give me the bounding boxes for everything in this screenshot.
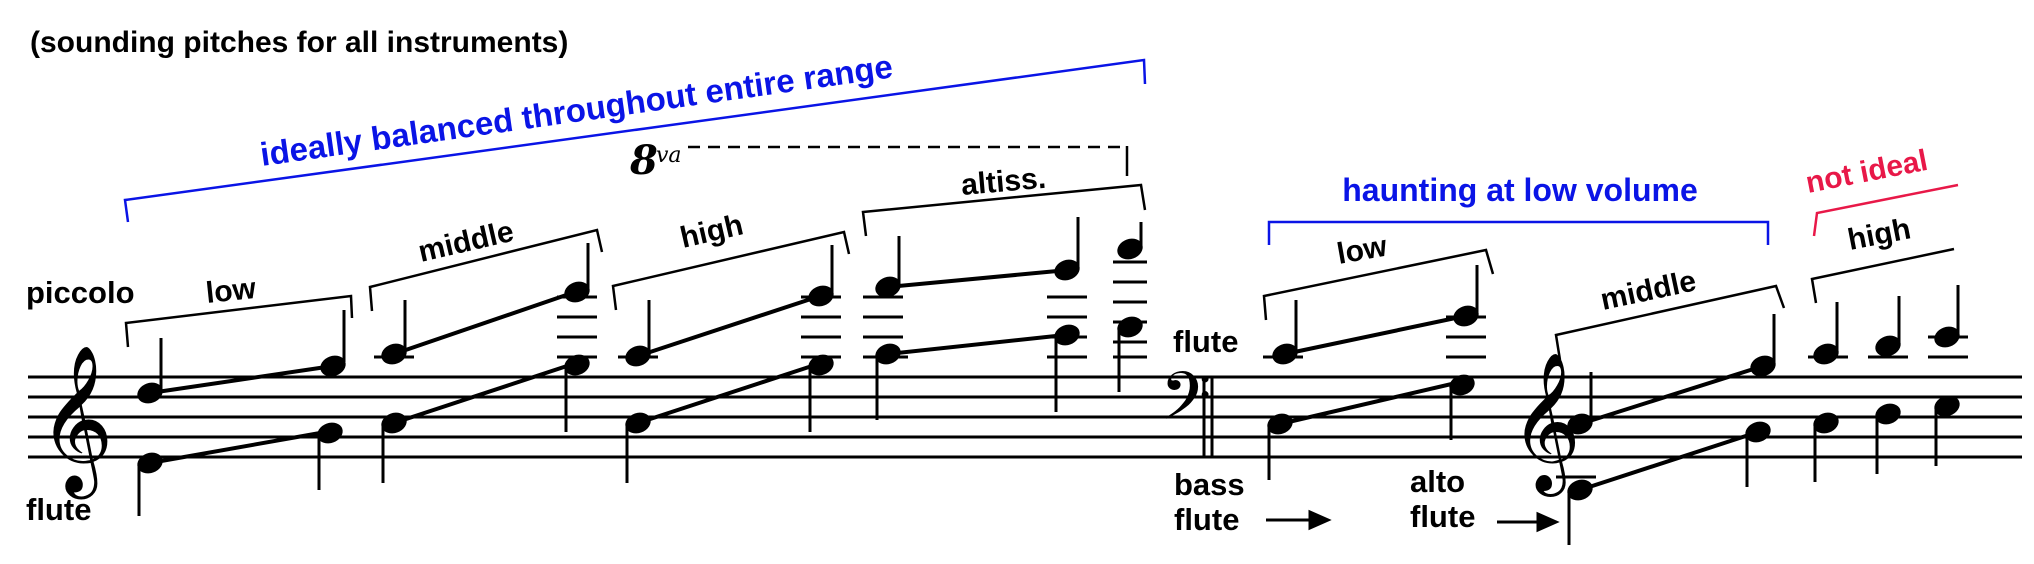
flute-low-label: low — [1334, 230, 1390, 271]
bass-clef-icon: 𝄢 — [1160, 358, 1211, 451]
noteheads — [137, 238, 1960, 501]
notehead — [1267, 413, 1293, 435]
stems — [137, 217, 1960, 545]
balanced-bracket — [123, 58, 1147, 223]
notehead — [381, 412, 407, 434]
alto-flute-label-line2: flute — [1410, 499, 1475, 534]
flute-label: flute — [1173, 324, 1238, 359]
title: (sounding pitches for all instruments) — [30, 26, 568, 59]
not-ideal-label: not ideal — [1803, 144, 1930, 200]
notehead — [1054, 259, 1080, 281]
notehead — [1117, 238, 1143, 260]
range-brackets — [124, 183, 1955, 361]
notehead — [317, 422, 343, 444]
piccolo-label: piccolo — [26, 275, 135, 310]
piccolo-high-label: high — [677, 208, 746, 254]
notehead — [875, 343, 901, 365]
notehead — [808, 285, 834, 307]
alto-flute-label-line1: alto — [1410, 464, 1465, 499]
notehead — [1750, 355, 1776, 377]
not-ideal-bracket — [1812, 183, 1959, 237]
treble-clef-icon: 𝄞 — [38, 344, 114, 499]
notehead — [1453, 305, 1479, 327]
notehead — [625, 412, 651, 434]
notehead — [1117, 316, 1143, 338]
notehead — [1813, 343, 1839, 365]
notehead — [875, 276, 901, 298]
notehead — [1567, 413, 1593, 435]
notehead — [1934, 395, 1960, 417]
notehead — [1745, 421, 1771, 443]
notehead — [137, 382, 163, 404]
piccolo-altiss-label: altiss. — [960, 162, 1048, 202]
notehead — [564, 354, 590, 376]
notehead — [320, 355, 346, 377]
double-barline — [1202, 377, 1214, 457]
notehead — [1272, 343, 1298, 365]
notehead — [1934, 326, 1960, 348]
notehead — [564, 281, 590, 303]
notehead — [808, 354, 834, 376]
notehead — [381, 343, 407, 365]
flute-high-label: high — [1845, 212, 1913, 256]
notehead — [1875, 403, 1901, 425]
bass-flute-label-line1: bass — [1174, 467, 1245, 502]
beams — [149, 268, 1764, 492]
balanced-label: ideally balanced throughout entire range — [258, 47, 895, 172]
flute-label-bottom: flute — [26, 492, 91, 527]
ottava-numeral: 8 — [629, 137, 658, 184]
haunting-bracket — [1267, 220, 1770, 245]
notehead — [137, 452, 163, 474]
notehead — [1875, 335, 1901, 357]
bass-flute-label-line2: flute — [1174, 502, 1239, 537]
ottava-suffix: va — [656, 143, 682, 168]
notehead — [1813, 412, 1839, 434]
piccolo-middle-label: middle — [415, 215, 517, 269]
staff — [28, 375, 2022, 459]
piccolo-low-label: low — [204, 272, 258, 310]
haunting-label: haunting at low volume — [1342, 172, 1698, 208]
arrow-icon — [1497, 511, 1560, 533]
arrow-icon — [1266, 509, 1332, 531]
notehead — [1449, 374, 1475, 396]
notehead — [625, 345, 651, 367]
ottava-line — [688, 145, 1129, 176]
flute-middle-label: middle — [1598, 264, 1699, 316]
notehead — [1054, 324, 1080, 346]
notehead — [1567, 479, 1593, 501]
